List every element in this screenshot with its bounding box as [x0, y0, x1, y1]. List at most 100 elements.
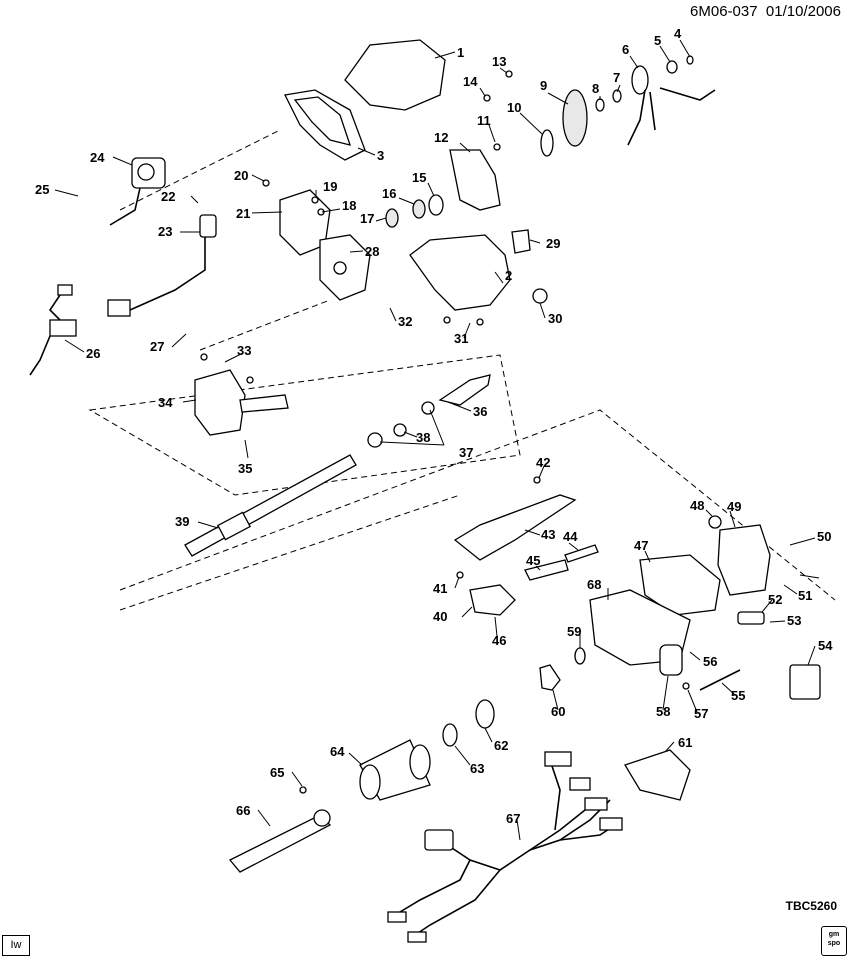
bearing-38 [393, 423, 407, 437]
callout-27: 27 [150, 339, 164, 354]
callout-67: 67 [506, 811, 520, 826]
callout-66: 66 [236, 803, 250, 818]
ring-59 [574, 647, 586, 665]
callout-59: 59 [567, 624, 581, 639]
callout-4: 4 [674, 26, 682, 41]
connector-26 [49, 319, 77, 337]
callout-52: 52 [768, 592, 782, 607]
callout-26: 26 [86, 346, 100, 361]
leader-lines [54, 39, 820, 841]
callout-55: 55 [731, 688, 745, 703]
callout-57: 57 [694, 706, 708, 721]
callout-35: 35 [238, 461, 252, 476]
ignition-switch-housing [449, 149, 501, 211]
callout-21: 21 [236, 206, 250, 221]
actuator-40 [469, 584, 516, 616]
bearing-ring [562, 89, 588, 147]
callout-51: 51 [798, 588, 812, 603]
spring-15 [428, 194, 444, 216]
diagram-code: TBC5260 [785, 899, 837, 913]
callout-18: 18 [342, 198, 356, 213]
callout-1: 1 [457, 45, 464, 60]
callout-39: 39 [175, 514, 189, 529]
control-module-54 [789, 664, 821, 700]
washer-63 [442, 723, 458, 747]
callout-49: 49 [727, 499, 741, 514]
callout-45: 45 [526, 553, 540, 568]
intermediate-shaft [228, 814, 332, 873]
bulb-30 [532, 288, 548, 304]
callout-63: 63 [470, 761, 484, 776]
bracket-61 [624, 749, 691, 801]
callout-7: 7 [613, 70, 620, 85]
callout-40: 40 [433, 609, 447, 624]
callout-23: 23 [158, 224, 172, 239]
callout-8: 8 [592, 81, 599, 96]
callout-68: 68 [587, 577, 601, 592]
callout-3: 3 [377, 148, 384, 163]
callout-20: 20 [234, 168, 248, 183]
callout-61: 61 [678, 735, 692, 750]
bearing-62 [475, 699, 495, 729]
steering-shaft [184, 454, 357, 557]
callout-15: 15 [412, 170, 426, 185]
callout-53: 53 [787, 613, 801, 628]
bushing-48 [708, 515, 722, 529]
callout-46: 46 [492, 633, 506, 648]
bearing-17 [385, 208, 399, 228]
callout-28: 28 [365, 244, 379, 259]
tolerance-ring [540, 129, 554, 157]
iw-label: Iw [2, 935, 30, 956]
callout-22: 22 [161, 189, 175, 204]
callout-5: 5 [654, 33, 661, 48]
wiring-harness [387, 751, 623, 943]
upper-shroud [344, 39, 446, 111]
callout-14: 14 [463, 74, 478, 89]
diagram-header: 6M06-037 01/10/2006 [690, 3, 841, 20]
tilt-bracket [453, 494, 577, 561]
switch-58 [659, 644, 683, 676]
callout-37: 37 [459, 445, 473, 460]
callout-2: 2 [505, 268, 512, 283]
callout-41: 41 [433, 581, 447, 596]
clockspring [631, 65, 649, 95]
diagram-date: 01/10/2006 [765, 3, 841, 20]
column-housing-47 [639, 554, 721, 616]
callout-12: 12 [434, 130, 448, 145]
callout-13: 13 [492, 54, 506, 69]
callout-31: 31 [454, 331, 468, 346]
callout-38: 38 [416, 430, 430, 445]
callout-30: 30 [548, 311, 562, 326]
callout-56: 56 [703, 654, 717, 669]
callout-24: 24 [90, 150, 105, 165]
callout-47: 47 [634, 538, 648, 553]
callout-65: 65 [270, 765, 284, 780]
callout-54: 54 [818, 638, 833, 653]
callout-60: 60 [551, 704, 565, 719]
callout-10: 10 [507, 100, 521, 115]
callout-29: 29 [546, 236, 560, 251]
callout-16: 16 [382, 186, 396, 201]
lock-housing-cover [409, 234, 511, 311]
ring-60 [539, 664, 561, 691]
callout-9: 9 [540, 78, 547, 93]
bearing-16 [412, 199, 426, 219]
callout-6: 6 [622, 42, 629, 57]
connector-23 [107, 299, 131, 317]
multifunction-switch [194, 369, 246, 436]
sensor-52 [737, 611, 765, 625]
callout-44: 44 [563, 529, 578, 544]
pad-29 [511, 229, 531, 254]
callout-34: 34 [158, 395, 173, 410]
callout-42: 42 [536, 455, 550, 470]
callout-32: 32 [398, 314, 412, 329]
shaft-36 [438, 374, 491, 406]
callout-43: 43 [541, 527, 555, 542]
callout-58: 58 [656, 704, 670, 719]
callout-11: 11 [477, 113, 491, 128]
callout-36: 36 [473, 404, 487, 419]
callout-25: 25 [35, 182, 49, 197]
diagram-ref: 6M06-037 [690, 3, 758, 20]
